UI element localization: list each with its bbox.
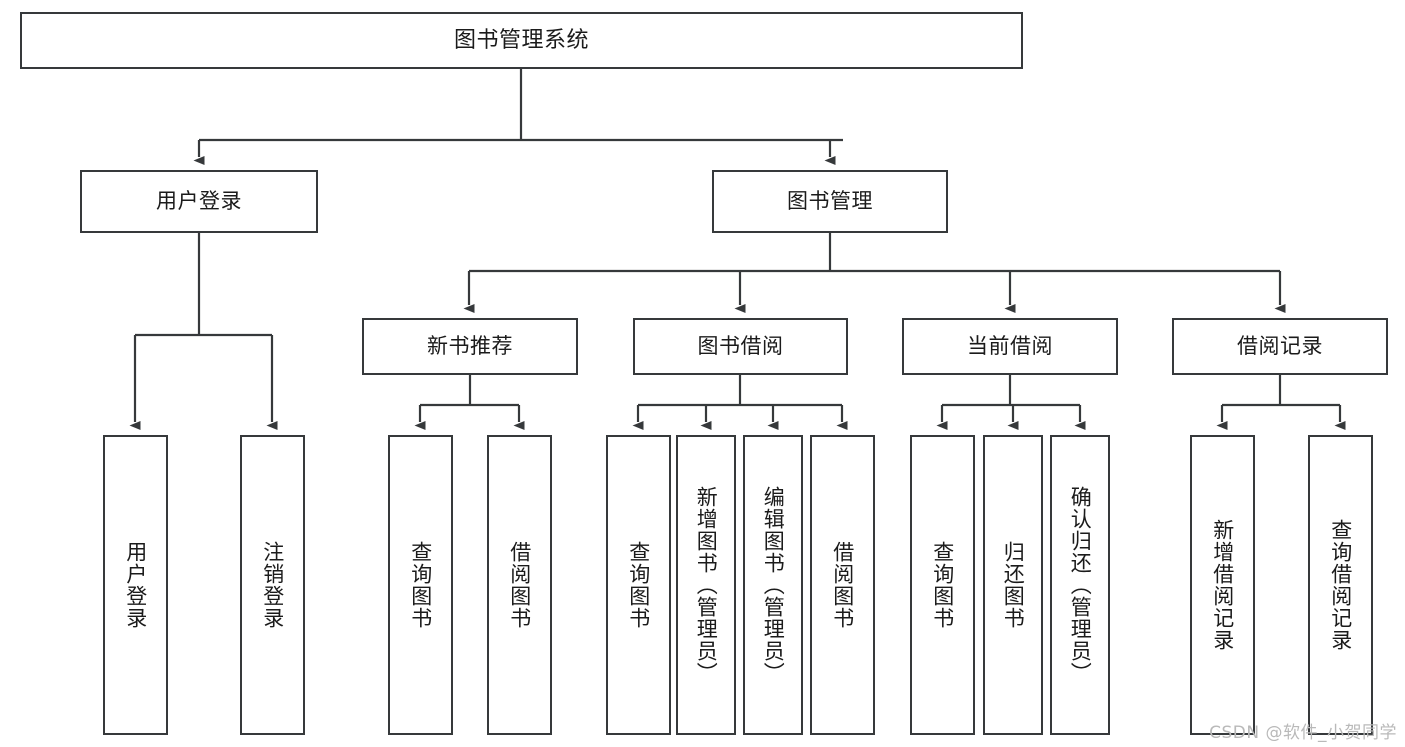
leaf-node: 借阅图书 [487,435,552,735]
leaf-node-label: 编辑图书（管理员） [761,486,786,684]
leaf-node: 编辑图书（管理员） [743,435,803,735]
leaf-node: 借阅图书 [810,435,875,735]
node-root-label: 图书管理系统 [453,27,589,53]
leaf-node: 新增图书（管理员） [676,435,736,735]
node-current-borrow-label: 当前借阅 [967,334,1053,359]
node-book-borrow-label: 图书借阅 [697,334,784,359]
leaf-node-label: 确认归还（管理员） [1068,486,1093,684]
node-borrow-records-label: 借阅记录 [1237,334,1323,359]
leaf-node-label: 借阅图书 [830,541,855,629]
watermark: CSDN @软件_小贺同学 [1209,723,1397,743]
node-book-borrow: 图书借阅 [633,318,848,375]
leaf-node: 归还图书 [983,435,1043,735]
leaf-node: 新增借阅记录 [1190,435,1255,735]
leaf-node-label: 新增借阅记录 [1210,519,1235,651]
leaf-node: 确认归还（管理员） [1050,435,1110,735]
node-new-book-recommend-label: 新书推荐 [427,334,513,359]
node-borrow-records: 借阅记录 [1172,318,1388,375]
node-root: 图书管理系统 [20,12,1023,69]
leaf-node: 查询图书 [606,435,671,735]
node-book-management: 图书管理 [712,170,948,233]
leaf-node-label: 查询图书 [408,541,433,629]
leaf-node-label: 查询借阅记录 [1328,519,1353,651]
leaf-node: 查询图书 [910,435,975,735]
leaf-node-label: 查询图书 [930,541,955,629]
leaf-node: 用户登录 [103,435,168,735]
node-book-management-label: 图书管理 [787,189,873,214]
node-current-borrow: 当前借阅 [902,318,1118,375]
leaf-node-label: 借阅图书 [507,541,532,629]
leaf-node-label: 注销登录 [260,541,285,629]
node-new-book-recommend: 新书推荐 [362,318,578,375]
leaf-node: 查询图书 [388,435,453,735]
leaf-node-label: 归还图书 [1001,541,1026,629]
leaf-node-label: 查询图书 [626,541,651,629]
leaf-node-label: 新增图书（管理员） [694,486,719,684]
leaf-node: 注销登录 [240,435,305,735]
leaf-node-label: 用户登录 [123,541,148,629]
leaf-node: 查询借阅记录 [1308,435,1373,735]
node-user-login: 用户登录 [80,170,318,233]
node-user-login-label: 用户登录 [156,189,242,214]
